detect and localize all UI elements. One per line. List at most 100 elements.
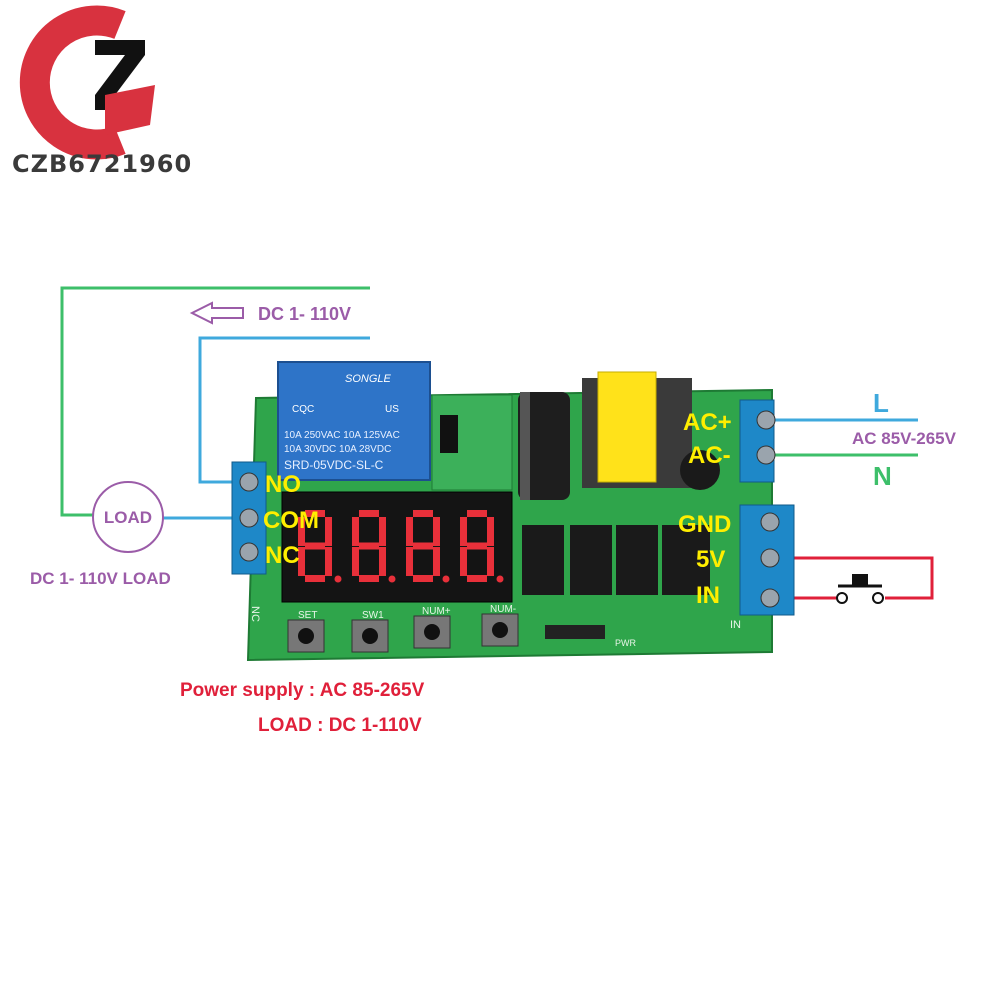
button-num-plus-cap[interactable] <box>424 624 440 640</box>
digit-4-segment-5 <box>460 547 467 576</box>
label-ac-minus: AC- <box>688 442 731 469</box>
label-no: NO <box>265 471 301 498</box>
dc-arrow-annotation: DC 1- 110V <box>189 301 351 325</box>
load-label: LOAD <box>104 508 152 527</box>
button-sw1-cap[interactable] <box>362 628 378 644</box>
digit-4-segment-7 <box>467 542 487 550</box>
digit-4-segment-2 <box>487 517 494 546</box>
button-num-minus-label: NUM- <box>490 604 516 615</box>
digit-2-segment-2 <box>379 517 386 546</box>
logo-z-shape <box>95 40 150 110</box>
screw-5v[interactable] <box>760 548 780 568</box>
dc-load-label: DC 1- 110V LOAD <box>30 569 171 588</box>
digit-3-segment-5 <box>406 547 413 576</box>
terminal-block-right-top <box>739 399 776 483</box>
terminal-block-left <box>231 461 267 575</box>
digit-2-segment-4 <box>359 575 379 582</box>
screw-no[interactable] <box>239 472 259 492</box>
digit-2-segment-3 <box>379 547 386 576</box>
logo-c-shape <box>19 5 126 160</box>
screw-ac-minus[interactable] <box>756 445 776 465</box>
button-set[interactable]: SET <box>287 610 325 653</box>
screw-com[interactable] <box>239 508 259 528</box>
relay-board: SONGLE CQC US 10A 250VAC 10A 125VAC 10A … <box>246 361 773 662</box>
label-5v: 5V <box>696 546 725 573</box>
label-gnd: GND <box>678 511 731 538</box>
pcb-label-nc: NC <box>249 606 261 622</box>
screw-nc[interactable] <box>239 542 259 562</box>
ic-chip-2 <box>570 525 612 595</box>
terminal-block-right-bottom <box>739 504 795 616</box>
capacitor-stripe <box>520 392 530 500</box>
digit-3-segment-1 <box>413 510 433 517</box>
switch-contact-right <box>872 592 884 604</box>
digit-3-segment-2 <box>433 517 440 546</box>
relay-rating-2: 10A 30VDC 10A 28VDC <box>284 444 391 455</box>
ic-chip-3 <box>616 525 658 595</box>
digit-4-segment-1 <box>467 510 487 517</box>
digit-3-segment-3 <box>433 547 440 576</box>
digit-2-segment-5 <box>352 547 359 576</box>
digit-1-segment-6 <box>298 517 305 546</box>
digit-4-segment-3 <box>487 547 494 576</box>
header-pins <box>545 625 605 639</box>
digit-4-segment-6 <box>460 517 467 546</box>
relay-module: SONGLE CQC US 10A 250VAC 10A 125VAC 10A … <box>277 361 431 481</box>
digit-4-segment-4 <box>467 575 487 582</box>
digit-2-decimal-point <box>388 575 396 583</box>
blue-wire-no <box>198 336 370 484</box>
relay-brand: SONGLE <box>345 373 392 385</box>
label-in: IN <box>696 582 720 609</box>
capacitor <box>518 392 570 500</box>
red-wire-5v <box>770 556 934 600</box>
switch-cap <box>852 574 868 586</box>
line-n-label: N <box>873 461 892 491</box>
button-set-label: SET <box>298 610 317 621</box>
button-num-plus-label: NUM+ <box>422 606 451 617</box>
button-set-cap[interactable] <box>298 628 314 644</box>
button-sw1[interactable]: SW1 <box>351 610 389 653</box>
power-supply-label: Power supply : AC 85-265V <box>180 680 425 701</box>
transformer <box>582 371 692 488</box>
logo-b-shape <box>105 85 155 135</box>
digit-4-decimal-point <box>496 575 504 583</box>
digit-2-segment-7 <box>359 542 379 550</box>
ic-chip-4 <box>662 525 710 595</box>
switch-contact-left <box>836 592 848 604</box>
green-wire-load-loop <box>60 286 370 517</box>
pcb-label-pwr: PWR <box>615 638 636 648</box>
display-digits <box>298 510 504 583</box>
load-circle <box>92 481 164 553</box>
screw-ac-plus[interactable] <box>756 410 776 430</box>
digit-1-segment-7 <box>305 542 325 550</box>
ic-chip-1 <box>522 525 564 595</box>
load-symbol: LOAD <box>92 481 164 553</box>
button-num-plus[interactable]: NUM+ <box>413 606 451 649</box>
digit-3-segment-6 <box>406 517 413 546</box>
brand-logo: CZB6721960 <box>12 5 191 178</box>
dc-top-label: DC 1- 110V <box>258 304 351 324</box>
relay-cert-left: CQC <box>292 404 314 415</box>
button-set-body[interactable] <box>287 619 325 653</box>
relay-cert-right: US <box>385 404 399 415</box>
relay-model: SRD-05VDC-SL-C <box>284 458 384 472</box>
digit-1-segment-4 <box>305 575 325 582</box>
button-num-minus[interactable]: NUM- <box>481 604 519 647</box>
push-button-switch-icon <box>836 574 884 604</box>
digit-3-segment-4 <box>413 575 433 582</box>
button-num-minus-cap[interactable] <box>492 622 508 638</box>
transformer-coil <box>597 371 657 483</box>
digit-2-segment-1 <box>359 510 379 517</box>
label-com: COM <box>263 507 319 534</box>
digit-1-decimal-point <box>334 575 342 583</box>
digit-1-segment-2 <box>325 517 332 546</box>
transistor <box>440 415 458 453</box>
screw-in[interactable] <box>760 588 780 608</box>
arrow-left-icon <box>189 301 244 325</box>
digit-1-segment-5 <box>298 547 305 576</box>
seven-segment-display <box>281 491 513 603</box>
screw-gnd[interactable] <box>760 512 780 532</box>
line-l-label: L <box>873 388 889 418</box>
digit-1-segment-1 <box>305 510 325 517</box>
digit-3-decimal-point <box>442 575 450 583</box>
